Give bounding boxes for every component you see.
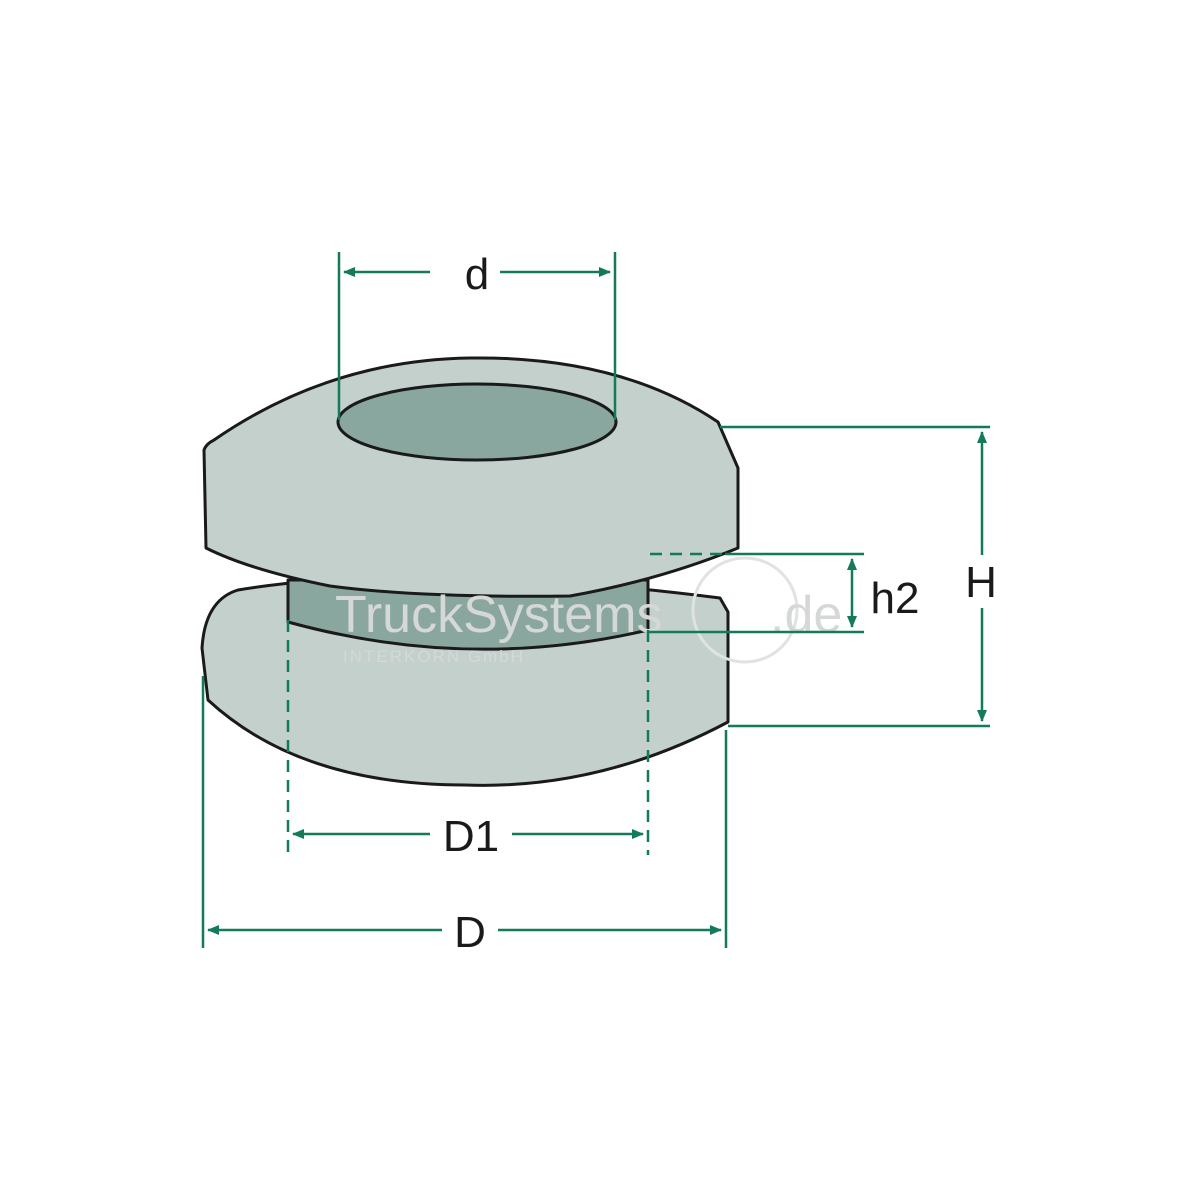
dimensions [201,252,990,948]
label-D1: D1 [443,812,499,861]
watermark: TruckSystems .de INTERKORN GmbH [335,556,842,666]
label-d: d [465,250,489,299]
center-hole [336,382,618,462]
label-D: D [454,908,486,957]
watermark-company: INTERKORN GmbH [343,647,525,666]
dimension-labels: d H h2 D1 D [443,250,997,957]
grommet-body [200,356,740,787]
watermark-brand: TruckSystems [335,586,662,644]
label-h2: h2 [871,574,920,623]
globe-logo-icon [691,556,799,664]
watermark-tld: .de [770,586,842,644]
label-H: H [965,558,997,607]
